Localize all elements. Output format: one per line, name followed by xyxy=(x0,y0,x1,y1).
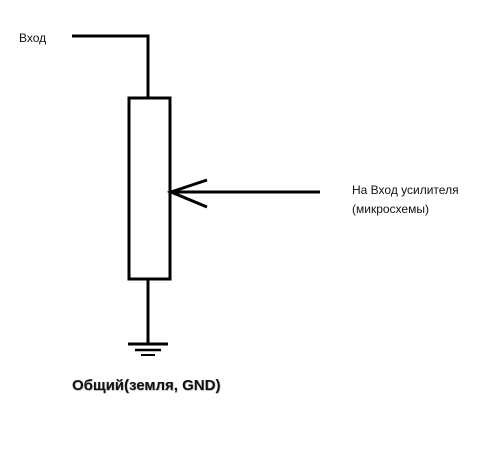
ground-icon xyxy=(128,342,168,356)
input-label: Вход xyxy=(19,31,47,45)
amplifier-input-label-line1: На Вход усилителя xyxy=(352,183,459,197)
amplifier-input-label: На Вход усилителя (микросхемы) xyxy=(352,181,459,219)
input-wire xyxy=(72,34,150,98)
amplifier-input-label-line2: (микросхемы) xyxy=(352,202,429,216)
resistor-body xyxy=(127,96,172,281)
wiper-arrowhead xyxy=(166,178,208,209)
ground-label: Общий(земля, GND) xyxy=(72,377,221,394)
